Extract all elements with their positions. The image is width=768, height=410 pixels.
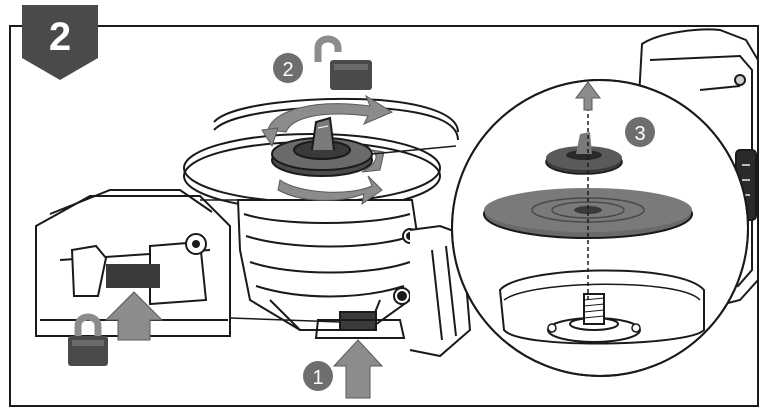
rotate-arrow-icon <box>261 94 394 206</box>
callout-3-circle <box>625 117 655 147</box>
step-badge-icon <box>22 5 98 80</box>
disc-removal-detail <box>451 79 749 377</box>
step-badge: 2 <box>22 5 98 80</box>
callout-3-label: 3 <box>634 123 645 145</box>
lift-off-arrow-icon <box>575 81 601 111</box>
spindle-lock-detail <box>35 189 341 337</box>
detail-connector <box>371 145 457 155</box>
callout-1: 1 <box>303 361 333 391</box>
padlock-unlocked-icon <box>314 35 372 90</box>
callout-3: 3 <box>625 117 655 147</box>
callout-2-circle <box>273 53 303 83</box>
callout-2-label: 2 <box>282 59 293 81</box>
step-badge-number: 2 <box>49 15 71 59</box>
callout-2: 2 <box>273 53 303 83</box>
push-up-arrow-icon <box>104 291 164 341</box>
padlock-locked-icon <box>68 313 108 366</box>
push-up-arrow-icon-main <box>332 339 384 399</box>
callout-1-circle <box>303 361 333 391</box>
callout-1-label: 1 <box>312 367 323 389</box>
